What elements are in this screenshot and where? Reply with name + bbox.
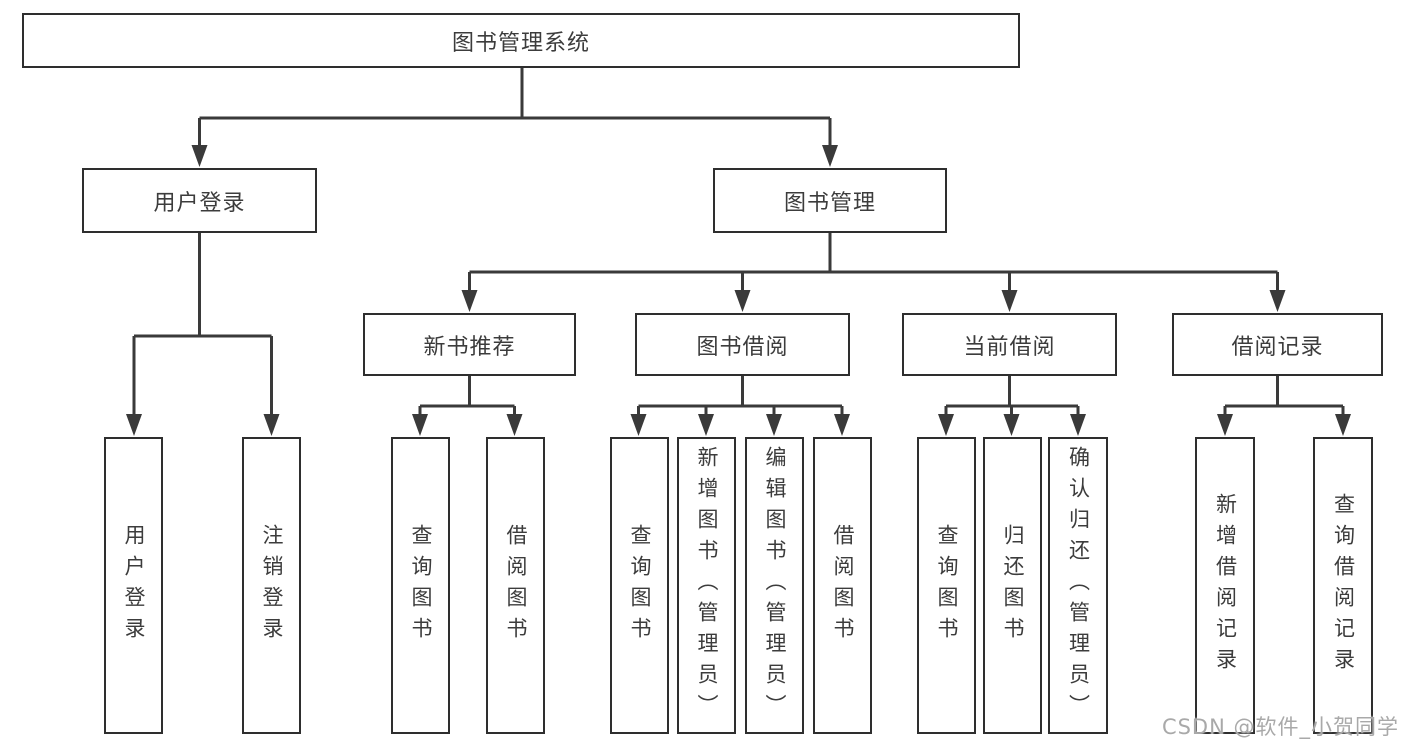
node-current-borrowing: 当前借阅 <box>902 313 1117 376</box>
leaf-search-books-current: 查询图书 <box>917 437 976 734</box>
leaf-return-books: 归还图书 <box>983 437 1042 734</box>
leaf-add-books-admin: 新增图书（管理员） <box>677 437 736 734</box>
leaf-search-borrow-record: 查询借阅记录 <box>1313 437 1373 734</box>
node-new-book-recommendation: 新书推荐 <box>363 313 576 376</box>
leaf-user-login: 用户登录 <box>104 437 163 734</box>
leaf-logout: 注销登录 <box>242 437 301 734</box>
leaf-borrow-books: 借阅图书 <box>813 437 872 734</box>
leaf-search-books-recommend: 查询图书 <box>391 437 450 734</box>
node-borrowing-records: 借阅记录 <box>1172 313 1383 376</box>
node-root-library-system: 图书管理系统 <box>22 13 1020 68</box>
node-book-management-branch: 图书管理 <box>713 168 947 233</box>
leaf-confirm-return-admin: 确认归还（管理员） <box>1048 437 1108 734</box>
node-book-borrowing: 图书借阅 <box>635 313 850 376</box>
leaf-edit-books-admin: 编辑图书（管理员） <box>745 437 804 734</box>
leaf-add-borrow-record: 新增借阅记录 <box>1195 437 1255 734</box>
csdn-watermark: CSDN @软件_小贺同学 <box>1161 715 1399 739</box>
leaf-borrow-books-recommend: 借阅图书 <box>486 437 545 734</box>
node-user-login-branch: 用户登录 <box>82 168 317 233</box>
leaf-search-books-borrowing: 查询图书 <box>610 437 669 734</box>
